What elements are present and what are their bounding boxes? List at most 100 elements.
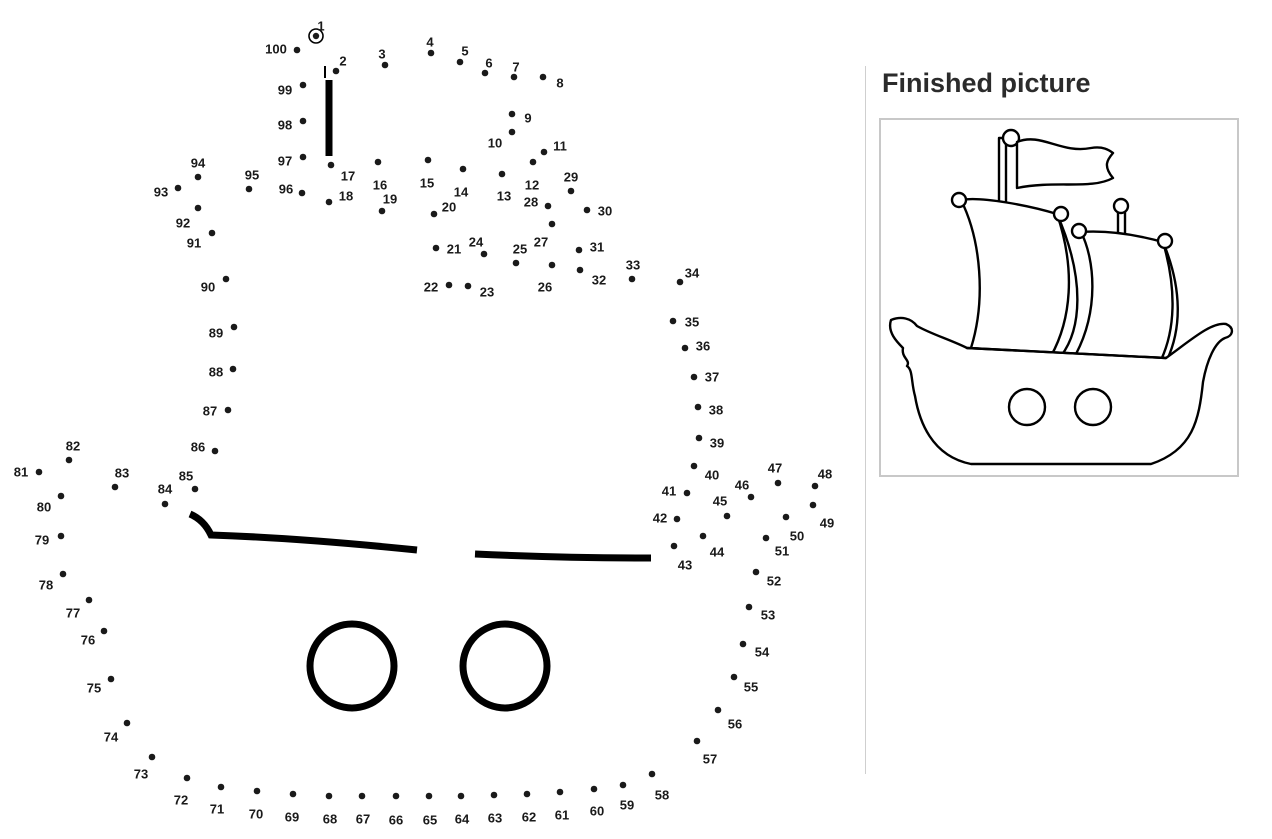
dot-53 [745,603,753,611]
dot-label-96: 96 [279,181,293,196]
dot-74 [123,719,131,727]
dot-10 [508,128,516,136]
finished-picture-frame [879,118,1239,477]
dot-71 [217,783,225,791]
dot-77 [85,596,93,604]
dot-label-64: 64 [455,811,470,826]
dot-label-27: 27 [534,234,548,249]
dot-56 [714,706,722,714]
pre-drawn-lines [188,28,652,712]
dot-label-41: 41 [662,483,676,498]
dot-label-70: 70 [249,806,263,821]
dot-17 [327,161,335,169]
dot-label-56: 56 [728,716,742,731]
dot-59 [619,781,627,789]
dot-label-12: 12 [525,177,539,192]
dot-5 [456,58,464,66]
dot-label-36: 36 [696,338,710,353]
dot-69 [289,790,297,798]
dot-63 [490,791,498,799]
dot-20 [430,210,438,218]
dot-57 [693,737,701,745]
dot-16 [374,158,382,166]
dot-22 [445,281,453,289]
dot-48 [811,482,819,490]
dot-70 [253,787,261,795]
dot-37 [690,373,698,381]
dot-92 [194,204,202,212]
dot-51 [762,534,770,542]
finished-picture-title: Finished picture [882,68,1091,98]
dot-64 [457,792,465,800]
panel-divider [865,66,866,774]
dot-label-39: 39 [710,435,724,450]
dot-88 [229,365,237,373]
dot-label-82: 82 [66,438,80,453]
dot-2 [332,67,340,75]
dot-label-47: 47 [768,460,782,475]
dots-layer [35,32,819,800]
dot-label-86: 86 [191,439,205,454]
dot-label-53: 53 [761,607,775,622]
dot-44 [699,532,707,540]
dot-label-75: 75 [87,680,101,695]
dot-label-61: 61 [555,807,569,822]
dot-label-93: 93 [154,184,168,199]
dot-14 [459,165,467,173]
dot-35 [669,317,677,325]
dot-label-84: 84 [158,481,173,496]
dot-73 [148,753,156,761]
deck-line-right [474,550,652,562]
dot-90 [222,275,230,283]
small-sail [1074,230,1179,362]
dot-label-22: 22 [424,279,438,294]
dot-label-95: 95 [245,167,259,182]
dot-label-7: 7 [512,59,519,74]
dot-99 [299,81,307,89]
dot-label-40: 40 [705,467,719,482]
dot-label-32: 32 [592,272,606,287]
dot-label-63: 63 [488,810,502,825]
dot-label-37: 37 [705,369,719,384]
dot-label-19: 19 [383,191,397,206]
dot-label-98: 98 [278,117,292,132]
dot-label-80: 80 [37,499,51,514]
dot-label-83: 83 [115,465,129,480]
dot-label-11: 11 [553,138,567,153]
dot-81 [35,468,43,476]
dot-label-30: 30 [598,203,612,218]
dot-label-52: 52 [767,573,781,588]
dot-32 [576,266,584,274]
dot-49 [809,501,817,509]
dot-29 [567,187,575,195]
dot-label-88: 88 [209,364,223,379]
dot-13 [498,170,506,178]
dot-39 [695,434,703,442]
dot-33 [628,275,636,283]
dot-54 [739,640,747,648]
dot-40 [690,462,698,470]
dot-66 [392,792,400,800]
deck-line [965,346,1168,360]
dot-label-1: 1 [317,18,324,33]
dot-label-55: 55 [744,679,758,694]
dot-label-79: 79 [35,532,49,547]
dot-55 [730,673,738,681]
dot-label-49: 49 [820,515,834,530]
dot-87 [224,406,232,414]
dot-label-87: 87 [203,403,217,418]
dot-58 [648,770,656,778]
dot-11 [540,148,548,156]
dot-28 [544,202,552,210]
porthole-right-finished [1073,387,1113,427]
dot-label-4: 4 [426,34,434,49]
dot-47 [774,479,782,487]
dot-label-34: 34 [685,265,700,280]
dot-98 [299,117,307,125]
dot-19 [378,207,386,215]
dot-60 [590,785,598,793]
dot-label-69: 69 [285,809,299,824]
dot-label-74: 74 [104,729,119,744]
dot-94 [194,173,202,181]
